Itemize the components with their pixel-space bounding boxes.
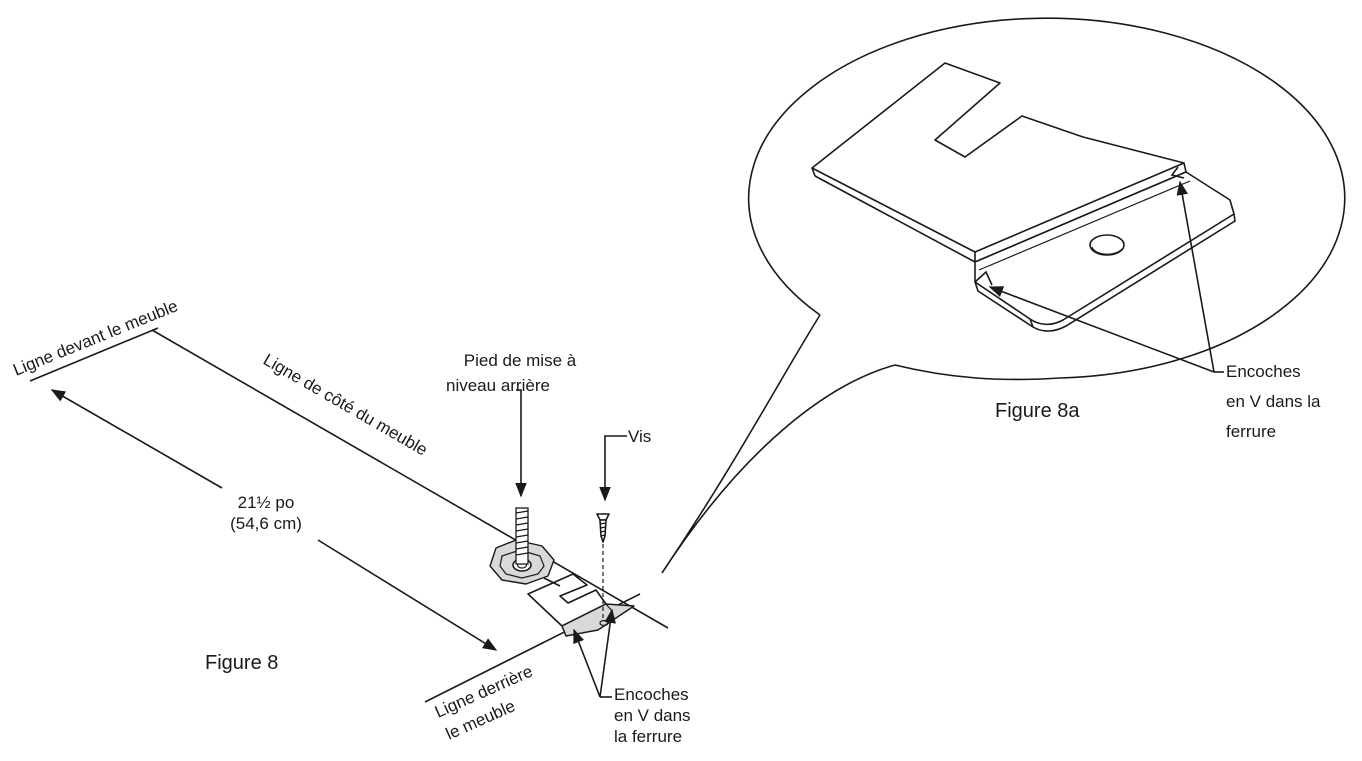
bracket-detail (811, 62, 1236, 332)
detail-notches-label-2: en V dans la (1226, 392, 1321, 411)
dimension-arrow-upper (50, 389, 223, 489)
leveling-foot-label-2: niveau arrière (446, 376, 550, 395)
leveling-foot (489, 507, 561, 587)
leveling-foot-leader (515, 389, 527, 498)
side-line-label: Ligne de côté du meuble (260, 350, 431, 460)
dimension-value: 21½ po (238, 493, 295, 512)
cabinet-front-line (29, 327, 159, 382)
detail-notches-label-3: ferrure (1226, 422, 1276, 441)
screw-leader (599, 435, 627, 502)
notches-label-3: la ferrure (614, 727, 682, 746)
notches-label-2: en V dans (614, 706, 691, 725)
anti-tip-bracket (527, 573, 635, 637)
figure-8a-caption: Figure 8a (995, 400, 1080, 422)
detail-notch-leader-left (988, 286, 1215, 373)
figure-8-caption: Figure 8 (205, 652, 278, 674)
cabinet-side-line (151, 329, 669, 629)
notch-leader-left (573, 628, 601, 698)
figure-8a: Encoches en V dans la ferrure Figure 8a (661, 17, 1346, 574)
detail-notches-label-1: Encoches (1226, 362, 1301, 381)
notches-label-1: Encoches (614, 685, 689, 704)
leveling-foot-label-1: Pied de mise à (464, 351, 577, 370)
dimension-value-metric: (54,6 cm) (230, 514, 302, 533)
detail-callout-bubble (661, 17, 1346, 574)
screw-label: Vis (628, 427, 651, 446)
figure-8: 21½ po (54,6 cm) Ligne devant le meuble … (10, 296, 690, 746)
notch-leader-right (599, 608, 616, 698)
screw (596, 513, 610, 543)
detail-notch-leader-right (1176, 180, 1215, 373)
front-line-label: Ligne devant le meuble (10, 296, 180, 379)
dimension-arrow-lower (317, 539, 498, 651)
